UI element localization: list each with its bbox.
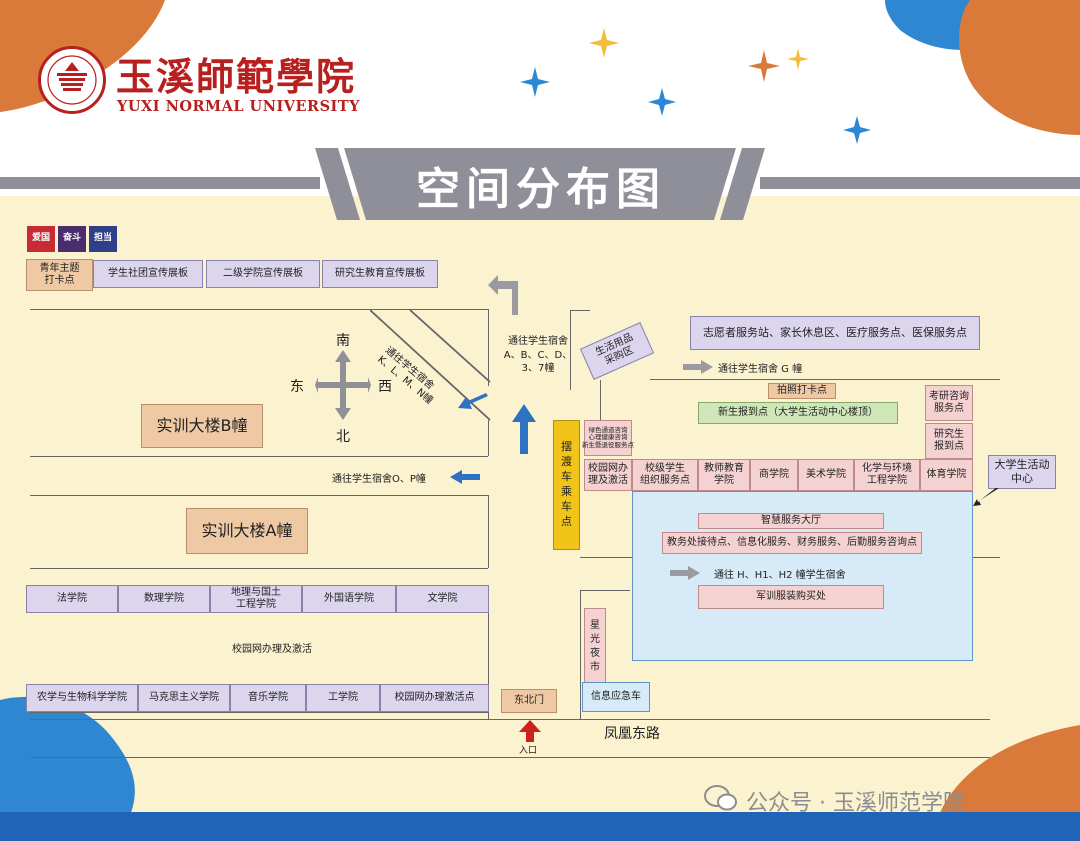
road: [650, 379, 1000, 380]
college-fine-arts: 美术学院: [798, 459, 854, 491]
blue-arrow-up-icon: [512, 404, 536, 454]
photo-point: 拍照打卡点: [768, 383, 836, 399]
black-arrow-icon: [973, 488, 999, 506]
military-uniform-shop: 军训服装购买处: [698, 585, 884, 609]
road: [600, 380, 601, 420]
star-icon: [843, 116, 871, 144]
college-music: 音乐学院: [230, 684, 306, 712]
entrance-label: 入口: [519, 746, 538, 756]
banner-title: 空间分布图: [416, 164, 666, 215]
route-dorm-h: 通往 H、H1、H2 幢学生宿舍: [714, 570, 846, 581]
night-market: 星 光 夜 市: [584, 608, 606, 686]
activity-center-label: 大学生活动 中心: [988, 455, 1056, 489]
road: [30, 568, 488, 569]
road: [30, 719, 990, 720]
college-marxism: 马克思主义学院: [138, 684, 230, 712]
road: [488, 420, 489, 456]
route-dorm-g: 通往学生宿舍 G 幢: [718, 364, 803, 375]
compass-label-right: 西: [378, 379, 392, 395]
pagoda-icon: [47, 55, 97, 105]
college-chemistry: 化学与环境 工程学院: [854, 459, 920, 491]
blue-blob-bottom-left: [0, 696, 135, 815]
college-law: 法学院: [26, 585, 118, 613]
road: [30, 495, 488, 496]
building-a: 实训大楼A幢: [186, 508, 308, 554]
new-student-registration: 新生报到点（大学生活动中心楼顶）: [698, 402, 898, 424]
orange-blob-bottom-right: [935, 725, 1080, 825]
road: [30, 456, 488, 457]
logo-chinese-name: 玉溪師範學院: [116, 54, 357, 99]
green-channel-consult: 绿色通道咨询 心理健康咨询 新生暨退役服务点: [582, 420, 634, 456]
club-board: 学生社团宣传展板: [93, 260, 203, 288]
badge-responsibility: 担当: [89, 226, 117, 252]
star-icon: [520, 67, 550, 97]
route-dorm-op: 通往学生宿舍O、P幢: [332, 474, 426, 485]
turn-arrow-icon: [488, 275, 518, 315]
shuttle-bus-stop: 摆 渡 车 乘 车 点: [553, 420, 580, 550]
star-icon: [748, 50, 780, 82]
compass-label-bottom: 北: [336, 429, 350, 445]
blue-arrow-left-icon: [450, 470, 480, 484]
star-icon: [589, 28, 619, 58]
college-sports: 体育学院: [920, 459, 973, 491]
college-literature: 文学院: [396, 585, 489, 613]
college-geography: 地理与国土 工程学院: [210, 585, 302, 613]
road: [488, 590, 489, 720]
college-business: 商学院: [750, 459, 798, 491]
road: [30, 712, 488, 713]
red-arrow-up-icon: [519, 720, 541, 742]
road: [488, 309, 489, 386]
road: [570, 310, 590, 311]
campus-net-activation: 校园网办 理及激活: [584, 459, 632, 491]
compass-label-top: 南: [336, 333, 350, 349]
watermark-text: 公众号 · 玉溪师范学院: [746, 791, 965, 816]
road: [488, 495, 489, 568]
smart-service-hall: 智慧服务大厅: [698, 513, 884, 529]
college-agriculture: 农学与生物科学学院: [26, 684, 138, 712]
road: [580, 590, 630, 591]
badge-patriotism: 爱国: [27, 226, 55, 252]
banner-right-line: [760, 177, 1080, 189]
youth-checkin-point: 青年主题 打卡点: [26, 259, 93, 291]
college-math-physics: 数理学院: [118, 585, 210, 613]
logo-english-name: YUXI NORMAL UNIVERSITY: [117, 98, 360, 115]
orange-blob-top-right: [958, 0, 1080, 135]
college-engineering: 工学院: [306, 684, 380, 712]
road: [30, 757, 990, 758]
campus-net-point: 校园网办理激活点: [380, 684, 489, 712]
college-foreign-language: 外国语学院: [302, 585, 396, 613]
volunteer-station: 志愿者服务站、家长休息区、医疗服务点、医保服务点: [690, 316, 980, 350]
star-icon: [648, 88, 676, 116]
badge-struggle: 奋斗: [58, 226, 86, 252]
college-service: 校级学生 组织服务点: [632, 459, 698, 491]
road-name: 凤凰东路: [604, 726, 660, 742]
kaoyan-service: 考研咨询 服务点: [925, 385, 973, 421]
gray-arrow-right-icon: [670, 566, 700, 580]
building-b: 实训大楼B幢: [141, 404, 263, 448]
college-teacher-education: 教师教育 学院: [698, 459, 750, 491]
compass-label-left: 东: [290, 379, 304, 395]
grad-registration: 研究生 报到点: [925, 423, 973, 459]
banner-left-line: [0, 177, 320, 189]
grad-board: 研究生教育宣传展板: [322, 260, 438, 288]
supplies-area: 生活用品 采购区: [579, 322, 655, 380]
road: [30, 309, 488, 310]
route-dorm-abc: 通往学生宿舍 A、B、C、D、 3、7幢: [503, 336, 573, 374]
banner-shape: [315, 148, 765, 220]
consult-points: 教务处接待点、信息化服务、财务服务、后勤服务咨询点: [662, 532, 922, 554]
road: [580, 590, 581, 720]
wechat-icon: [704, 785, 737, 811]
campus-net-label: 校园网办理及激活: [232, 644, 312, 655]
info-emergency-car: 信息应急车: [582, 682, 650, 712]
college-board: 二级学院宣传展板: [206, 260, 320, 288]
university-seal: [38, 46, 106, 114]
road: [570, 310, 571, 390]
compass-icon: [315, 350, 371, 420]
bottom-blue-bar: [0, 812, 1080, 841]
blue-arrow-icon: [458, 393, 488, 409]
gray-arrow-right-icon: [683, 360, 713, 374]
star-icon: [787, 48, 809, 70]
northeast-gate: 东北门: [501, 689, 557, 713]
